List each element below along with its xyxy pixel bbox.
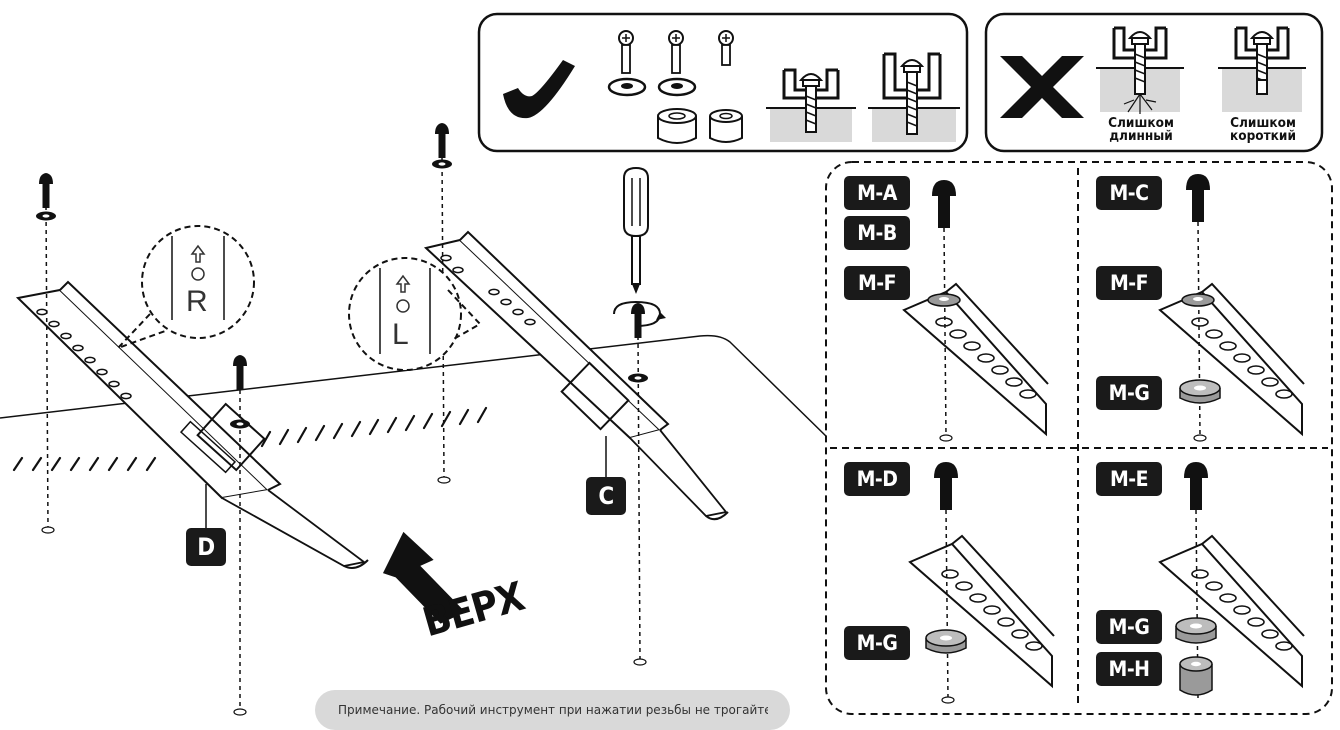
bracket-d xyxy=(15,280,369,569)
too-long-caption-line2: длинный xyxy=(1109,128,1173,144)
screw-icon xyxy=(618,30,634,74)
screw-icon xyxy=(668,30,684,74)
side-mark-l-callout xyxy=(348,257,482,371)
up-arrow-icon xyxy=(382,531,466,624)
side-mark-r: R xyxy=(186,285,208,318)
checkmark-icon xyxy=(503,60,575,119)
part-label-md: M-D xyxy=(844,462,910,496)
part-label-mg: M-G xyxy=(1096,610,1162,644)
tv-back-scene xyxy=(0,123,831,716)
washer-icon xyxy=(657,77,697,97)
too-short-caption-line1: Слишком xyxy=(1230,115,1296,131)
part-label-mg: M-G xyxy=(844,626,910,660)
vent-slots xyxy=(12,406,488,472)
too-short-caption: Слишком короткий xyxy=(1218,115,1308,144)
side-mark-l: L xyxy=(392,318,409,351)
correct-hardware-panel xyxy=(477,12,969,153)
bracket-c-label: C xyxy=(586,477,626,515)
cross-icon xyxy=(1000,56,1084,118)
note-text: Примечание. Рабочий инструмент при нажат… xyxy=(338,703,768,717)
part-label-mh: M-H xyxy=(1096,652,1162,686)
detail-cell-ma-mb-mf xyxy=(902,180,1049,442)
detail-cell-mc-mf-mg xyxy=(1158,174,1305,442)
too-long-fit-icon xyxy=(1096,26,1184,114)
screw-icon xyxy=(718,30,734,66)
part-label-mf: M-F xyxy=(844,266,910,300)
screwdriver-icon xyxy=(613,166,666,327)
correct-fit-icon xyxy=(766,68,856,142)
correct-fit-icon xyxy=(868,52,960,142)
detail-cell-me-mg-mh xyxy=(1158,462,1305,699)
part-label-mg: M-G xyxy=(1096,376,1162,410)
hardware-detail-grid xyxy=(825,161,1333,715)
too-short-fit-icon xyxy=(1218,26,1306,112)
detail-cell-md-mg xyxy=(908,462,1055,704)
wrong-hardware-panel xyxy=(984,12,1324,153)
part-label-ma: M-A xyxy=(844,176,910,210)
too-long-caption: Слишком длинный xyxy=(1098,115,1184,144)
part-label-me: M-E xyxy=(1096,462,1162,496)
spacer-icon xyxy=(709,109,743,143)
bracket-c xyxy=(423,230,729,521)
bracket-d-label: D xyxy=(186,528,226,566)
too-short-caption-line2: короткий xyxy=(1230,128,1296,144)
washer-icon xyxy=(607,77,647,97)
part-label-mc: M-C xyxy=(1096,176,1162,210)
part-label-mf: M-F xyxy=(1096,266,1162,300)
too-long-caption-line1: Слишком xyxy=(1108,115,1174,131)
spacer-icon xyxy=(657,108,697,144)
part-label-mb: M-B xyxy=(844,216,910,250)
side-mark-r-callout xyxy=(117,225,255,349)
